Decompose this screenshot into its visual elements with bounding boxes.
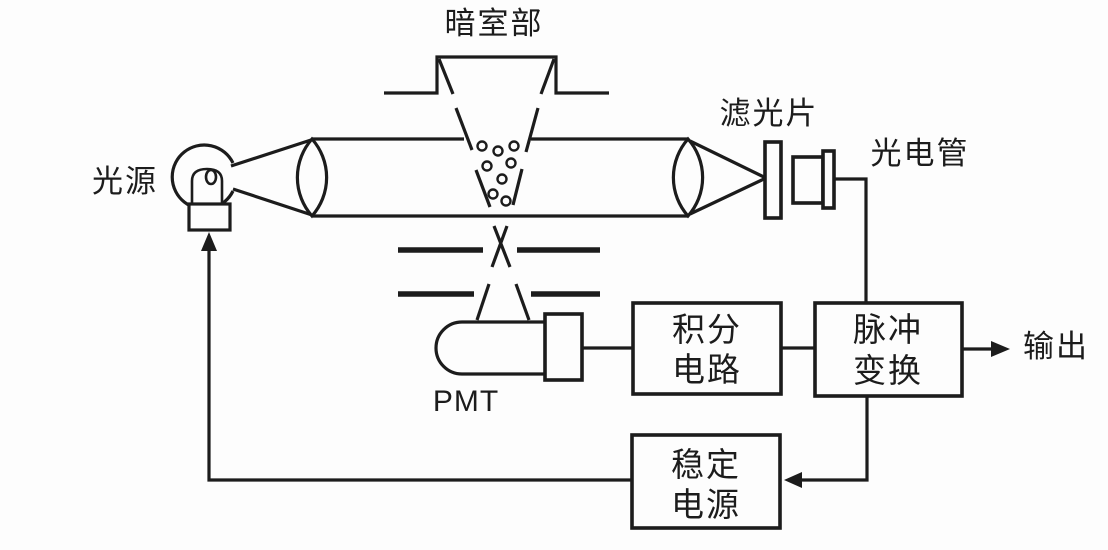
pulse-to-power-wire [800,396,869,482]
power-input-arrowhead-icon [784,472,802,488]
pulse-converter-outline [813,301,964,398]
focus-ray-bottom [689,176,767,216]
particle [508,140,520,152]
crossing-ray-1 [492,225,512,268]
filter-label: 滤光片 [720,96,819,131]
pulse-converter-label-line1: 脉冲 [853,311,923,348]
particle [500,195,512,207]
particle [505,157,517,169]
power-supply-outline [630,433,782,530]
bulb-filament [204,168,218,186]
integrator-box: 积分 电路 [631,301,783,396]
power-supply-box: 稳定 电源 [630,433,782,530]
power-supply-label-line1: 稳定 [671,446,741,483]
output-arrow [962,341,1010,357]
slit-aperture [398,225,600,321]
phototube-wire [834,177,868,302]
pmt-socket [543,312,584,382]
diverging-ray-left [475,283,491,321]
feedback-line [201,232,869,488]
particle [481,160,493,172]
lamp-input-arrowhead-icon [201,232,217,251]
phototube-window [821,149,836,210]
integrator-label-line1: 积分 [672,311,742,348]
power-to-lamp-wire [207,243,632,482]
particle-stream [476,140,520,207]
dark-chamber-inlet [384,55,609,153]
pmt-detector [434,312,633,382]
bulb-glass [170,143,235,211]
bulb-filament-mount [190,167,224,206]
pulse-converter-label-line2: 变换 [853,352,923,389]
light-source-label: 光源 [92,164,158,199]
inlet-left-wall [437,58,455,95]
power-supply-label-line2: 电源 [671,486,741,523]
objective-lens [671,136,705,219]
crossing-ray-2 [490,225,509,268]
inlet-outline [384,55,609,95]
light-source-lamp [170,138,313,232]
particle [487,188,499,200]
inlet-left-nozzle [454,107,474,151]
dark-chamber-label: 暗室部 [445,6,544,41]
lamp-ray-bottom [232,187,313,217]
inlet-right-wall [539,58,556,95]
optical-filter [763,140,783,220]
condenser-lens [295,136,329,219]
focus-ray-top [689,139,767,180]
output-arrowhead-icon [991,341,1010,357]
pmt-label: PMT [433,385,499,418]
output-label: 输出 [1023,329,1089,364]
lamp-base [187,202,232,232]
sample-tube [295,136,705,219]
particle [492,145,504,157]
particle [496,173,508,185]
integrator-label-line2: 电路 [672,351,742,388]
jet-right-wall [511,168,524,206]
pulse-converter-box: 脉冲 变换 [813,301,964,398]
phototube-body [791,155,825,205]
lamp-ray-top [230,138,312,168]
phototube-label: 光电管 [871,136,970,171]
filter-phototube-assembly [689,139,868,302]
diverging-ray-right [514,283,531,321]
particle [476,140,488,152]
inlet-right-nozzle [524,107,540,153]
jet-left-wall [474,169,492,208]
pmt-envelope [434,320,545,376]
